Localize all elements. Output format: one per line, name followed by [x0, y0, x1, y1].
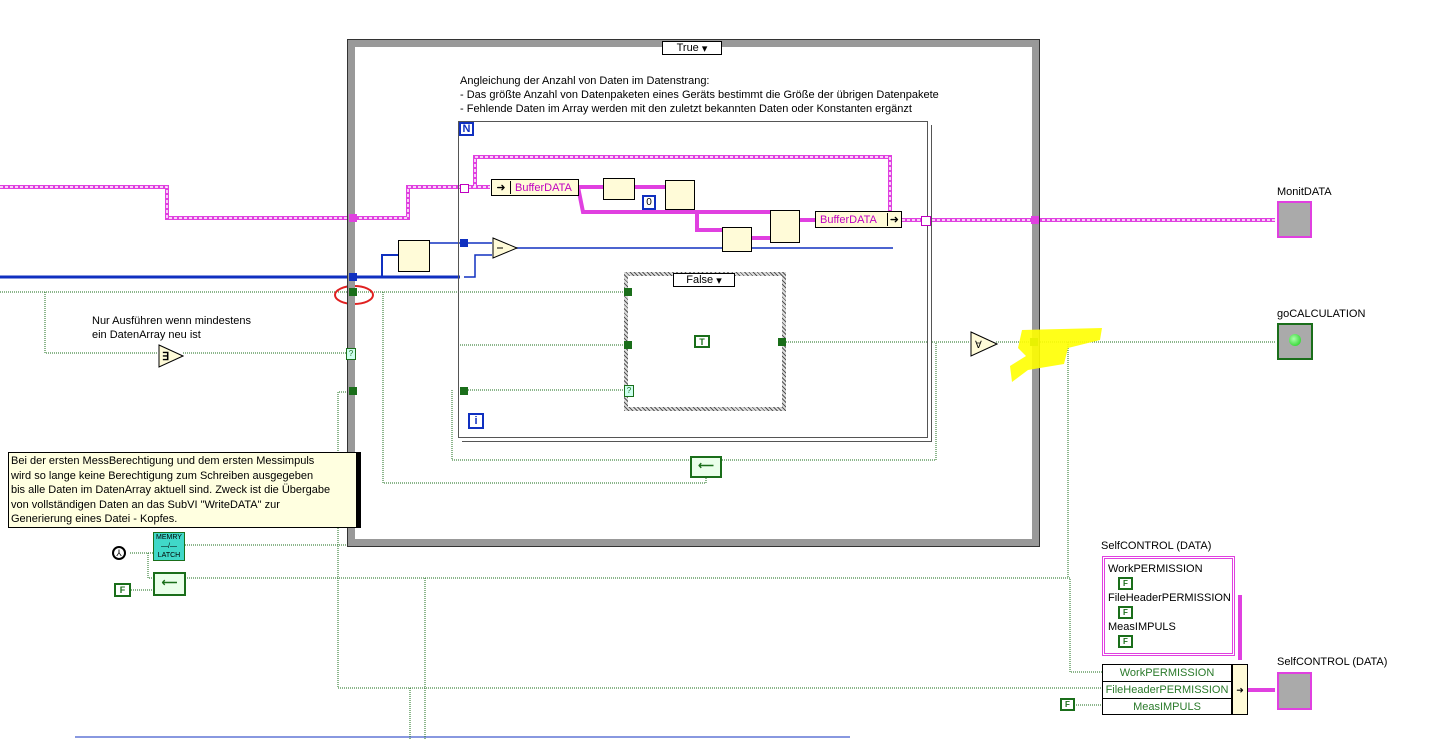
buffer-read-node[interactable]: ➜BufferDATA — [491, 179, 579, 196]
numeric-wires — [0, 242, 893, 738]
case-structure-false[interactable] — [624, 272, 786, 411]
cluster-item-label: MeasIMPULS — [1108, 621, 1176, 633]
inner-tunnel — [624, 288, 632, 296]
buffer-write-node[interactable]: BufferDATA➜ — [815, 211, 902, 228]
replace-array-node[interactable] — [770, 210, 800, 243]
monitdata-indicator[interactable] — [1277, 201, 1312, 238]
svg-text:∃: ∃ — [162, 351, 169, 363]
bundle-output-terminal: ➜ — [1232, 664, 1248, 715]
yellow-highlight-annotation — [1010, 328, 1102, 382]
comment-line: Generierung eines Datei - Kopfes. — [11, 513, 178, 525]
comment-line: - Das größte Anzahl von Datenpaketen ein… — [460, 89, 939, 101]
case-tunnel-pink — [349, 214, 357, 222]
bundle-item[interactable]: FileHeaderPERMISSION — [1103, 682, 1231, 699]
cluster-item-value[interactable]: F — [1118, 606, 1133, 619]
false-constant[interactable]: F — [114, 583, 131, 597]
bundle-item[interactable]: MeasIMPULS — [1133, 701, 1201, 713]
and-array-elements-node[interactable]: ∀ — [970, 331, 998, 357]
bundle-item[interactable]: WorkPERMISSION — [1103, 665, 1231, 682]
latch-label: MEMRY — [156, 534, 182, 541]
cluster-item-value[interactable]: F — [1118, 635, 1133, 648]
shift-tunnel — [460, 184, 469, 193]
comment-top: Angleichung der Anzahl von Daten im Date… — [460, 74, 939, 116]
case-selector-true[interactable]: True ▾ — [662, 41, 722, 55]
comment-left: Nur Ausführen wenn mindestens ein DatenA… — [92, 314, 251, 342]
cluster-item-label: FileHeaderPERMISSION — [1108, 592, 1231, 604]
or-array-elements-node[interactable]: ∃ — [158, 344, 184, 368]
tooltip-comment: Bei der ersten MessBerechtigung und dem … — [8, 452, 357, 528]
case-selector-terminal: ? — [346, 348, 356, 360]
case-selector-terminal: ? — [624, 385, 634, 397]
subtract-node[interactable] — [492, 237, 518, 259]
cluster-item-value[interactable]: F — [1118, 577, 1133, 590]
latch-label: LATCH — [157, 552, 181, 559]
comment-line: von vollständigen Daten an das SubVI "Wr… — [11, 498, 280, 511]
case-selector-false[interactable]: False ▾ — [673, 273, 735, 287]
gocalculation-label: goCALCULATION — [1277, 308, 1366, 320]
inner-tunnel — [624, 341, 632, 349]
comment-line: bis alle Daten im DatenArray aktuell sin… — [11, 484, 331, 496]
loop-tunnel-out — [921, 216, 931, 226]
true-constant[interactable]: T — [694, 335, 710, 348]
monitdata-label: MonitDATA — [1277, 186, 1332, 198]
clock-icon: ⅄ — [112, 546, 126, 560]
comment-line: Angleichung der Anzahl von Daten im Date… — [460, 75, 710, 87]
array-size-node[interactable] — [398, 240, 430, 272]
memory-latch-node[interactable]: MEMRY—/—LATCH — [153, 532, 185, 561]
case-tunnel-pink-out — [1031, 216, 1039, 224]
comment-line: Nur Ausführen wenn mindestens — [92, 315, 251, 327]
cluster-constant-label: SelfCONTROL (DATA) — [1101, 540, 1212, 552]
loop-tunnel-green — [460, 387, 468, 395]
led-icon — [1289, 334, 1301, 346]
gocalculation-indicator[interactable] — [1277, 323, 1313, 360]
cluster-constant[interactable]: WorkPERMISSION F FileHeaderPERMISSION F … — [1102, 556, 1235, 656]
cluster-item-label: WorkPERMISSION — [1108, 563, 1203, 575]
bundle-by-name-node[interactable]: WorkPERMISSION FileHeaderPERMISSION Meas… — [1102, 664, 1232, 715]
feedback-node[interactable]: ⟵ — [153, 572, 186, 596]
inner-tunnel-out — [778, 338, 786, 346]
loop-tunnel-blue — [460, 239, 468, 247]
build-array-node[interactable] — [722, 227, 752, 252]
case-tunnel-green-2 — [349, 387, 357, 395]
array-transpose-node[interactable] — [603, 178, 635, 200]
comment-line: Bei der ersten MessBerechtigung und dem … — [11, 455, 315, 467]
comment-line: ein DatenArray neu ist — [92, 329, 201, 341]
array-subset-node[interactable] — [665, 180, 695, 210]
comment-line: - Fehlende Daten im Array werden mit den… — [460, 103, 912, 115]
feedback-node[interactable]: ⟵ — [690, 456, 722, 478]
false-constant[interactable]: F — [1060, 698, 1075, 711]
case-tunnel-green — [349, 288, 357, 296]
loop-count-terminal[interactable]: N — [459, 122, 474, 136]
case-tunnel-blue — [349, 273, 357, 281]
for-loop[interactable] — [458, 121, 928, 438]
selfcontrol-label: SelfCONTROL (DATA) — [1277, 656, 1388, 668]
selfcontrol-indicator[interactable] — [1277, 672, 1312, 710]
loop-iteration-terminal: i — [468, 413, 484, 429]
comment-line: wird so lange keine Berechtigung zum Sch… — [11, 469, 314, 482]
zero-constant[interactable]: 0 — [642, 195, 656, 210]
svg-text:∀: ∀ — [975, 340, 982, 351]
